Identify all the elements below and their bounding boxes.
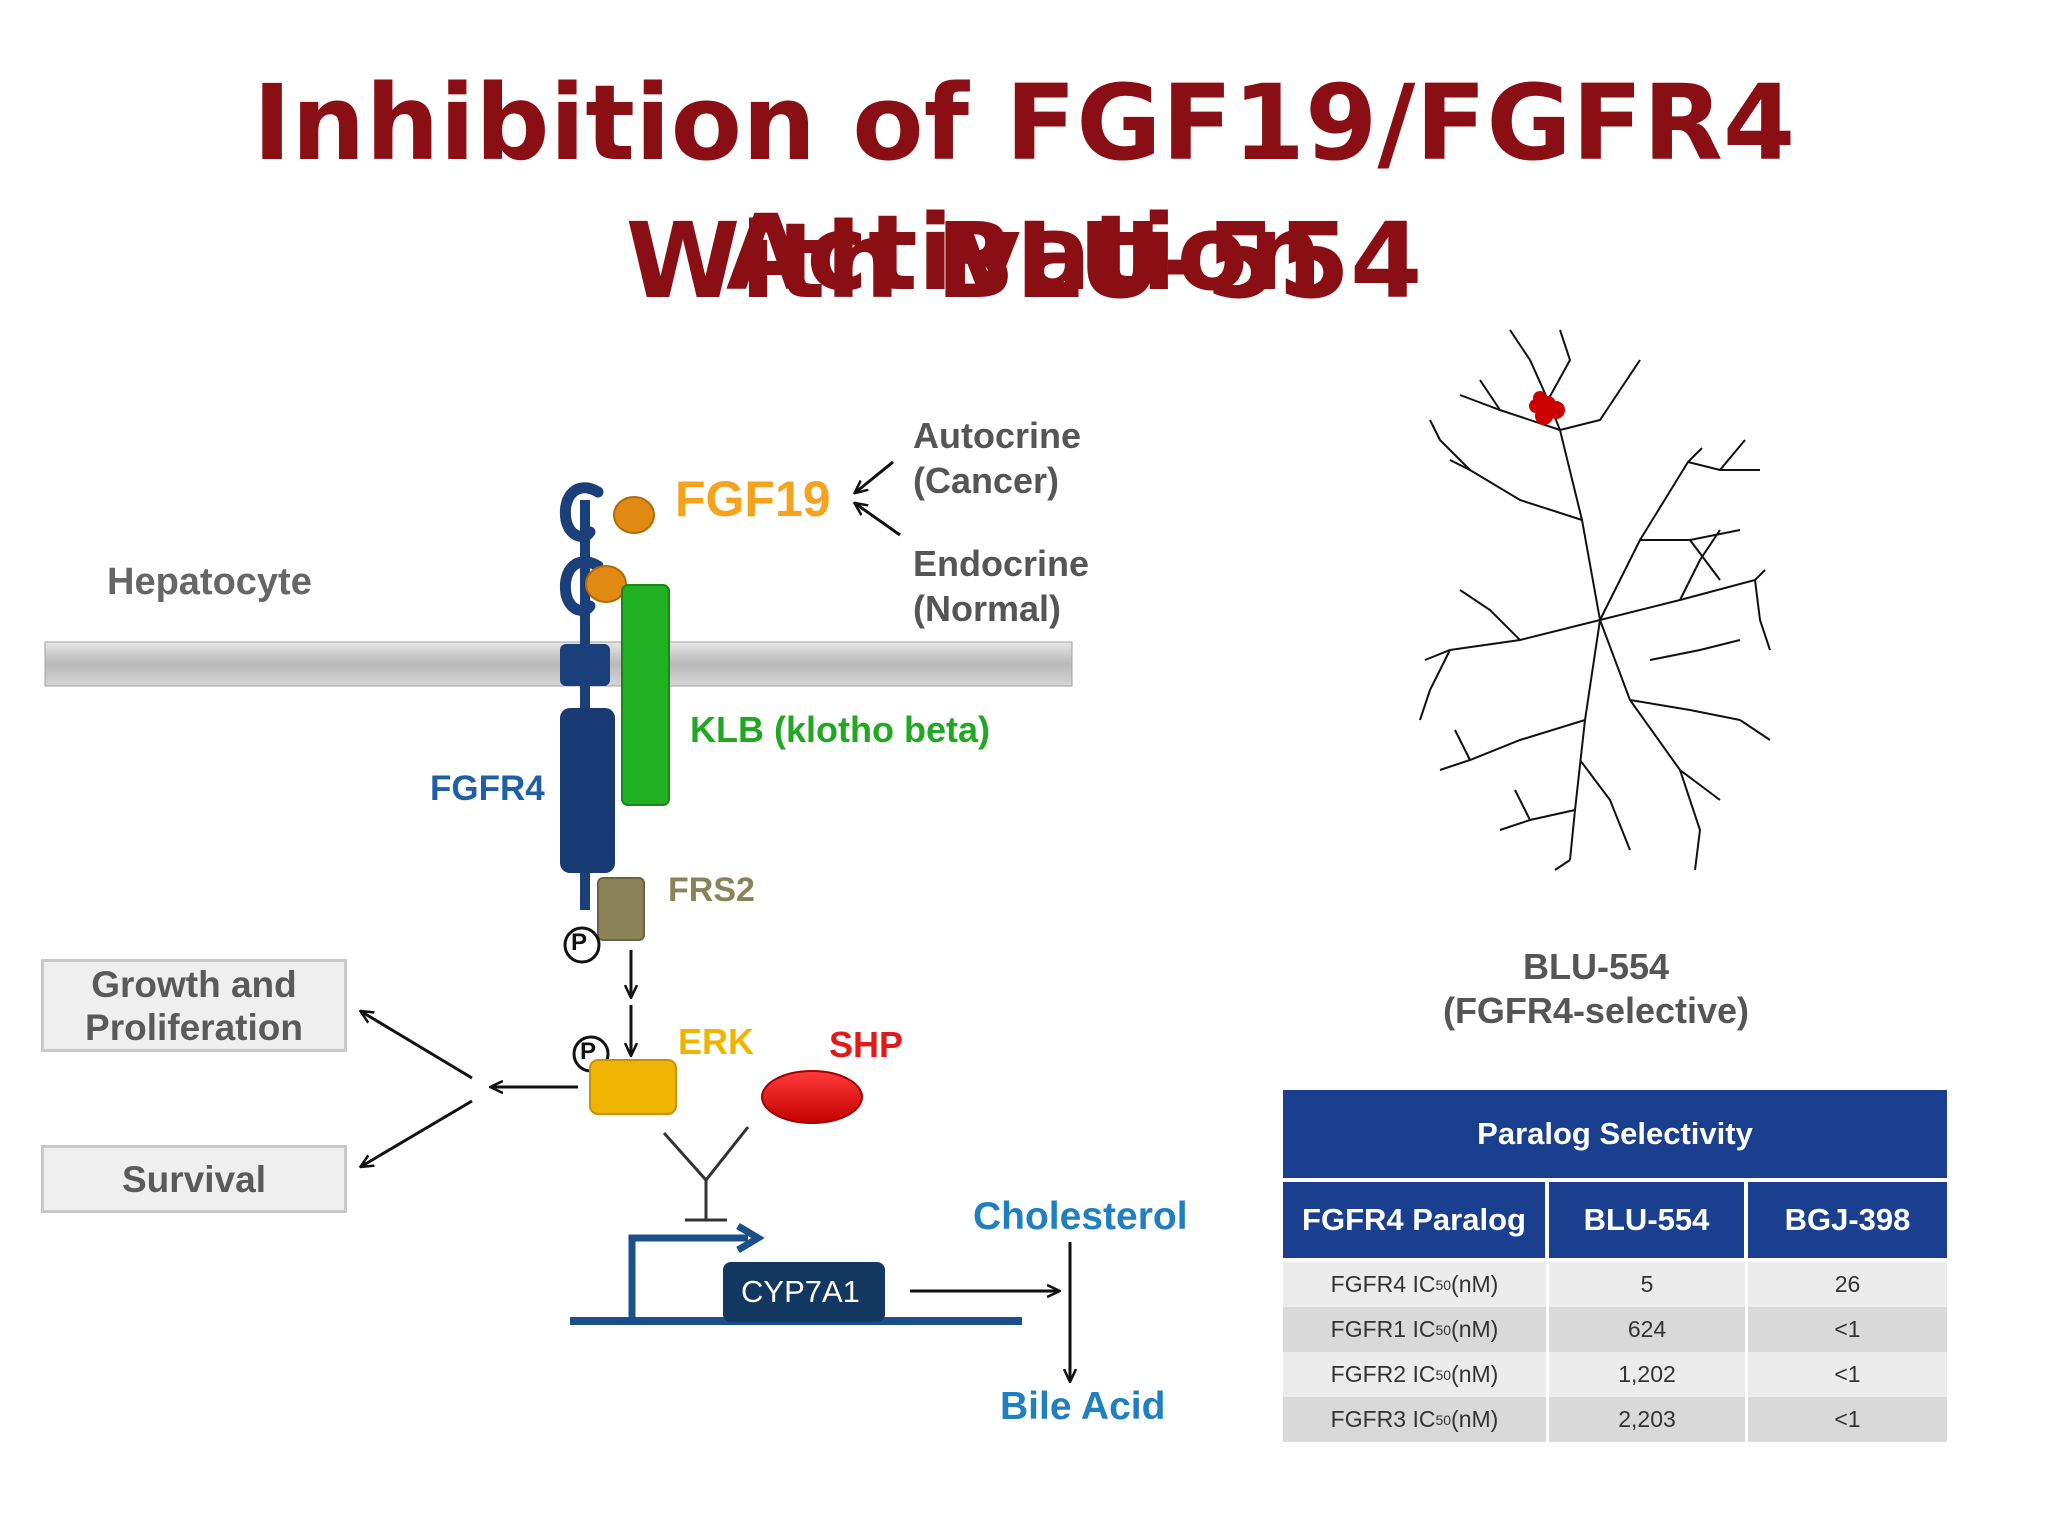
cell-bgj398: <1 [1834,1406,1861,1432]
erk-label: ERK [678,1021,755,1062]
shp-label: SHP [829,1024,904,1065]
cell-blu554: 624 [1549,1307,1748,1352]
survival-box: Survival [41,1145,347,1213]
autocrine-label: Autocrine [913,415,1082,456]
survival-arrow [362,1099,473,1166]
paralog-text: FGFR3 IC [1330,1406,1436,1432]
endocrine-arrow [856,504,901,537]
erk-protein [589,1059,677,1115]
cell-membrane [44,641,1073,687]
fgfr4-ig-domain-upper [559,482,604,542]
fgfr4-ig-domain-lower [559,556,604,616]
klb-protein [621,584,670,806]
autocrine-sub-label: (Cancer) [913,460,1060,501]
cyp7a1-gene [723,1262,885,1322]
endocrine-sub-label: (Normal) [913,588,1062,629]
frs2-protein [597,877,645,941]
unit-text: (nM) [1451,1406,1499,1432]
inhibition-arrow [662,1126,750,1183]
header-bgj398: BGJ-398 [1748,1182,1947,1258]
survival-label: Survival [122,1158,266,1200]
bile-acid-label: Bile Acid [1000,1385,1166,1428]
endocrine-label: Endocrine [913,543,1090,584]
autocrine-arrow [856,460,894,492]
promoter-arrow [628,1234,748,1321]
cell-bgj398: <1 [1834,1361,1861,1387]
fgfr4-label: FGFR4 [430,769,545,808]
unit-text: (nM) [1451,1271,1499,1297]
fgfr4-kinase-domain [560,708,615,873]
fgf19-ligand-lower [585,565,627,603]
ic-subscript: 50 [1435,1276,1452,1293]
ic-subscript: 50 [1435,1411,1452,1428]
table-title: Paralog Selectivity [1283,1090,1947,1178]
unit-text: (nM) [1451,1316,1499,1342]
hepatocyte-label: Hepatocyte [107,561,312,603]
growth-label-line2: Proliferation [85,1006,303,1048]
phospho-label-erk: P [580,1038,597,1065]
ic-subscript: 50 [1435,1321,1452,1338]
fgf19-ligand-upper [613,496,655,534]
paralog-text: FGFR2 IC [1330,1361,1436,1387]
growth-label-line1: Growth and [91,963,297,1005]
cell-blu554: 5 [1549,1262,1748,1307]
header-paralog: FGFR4 Paralog [1283,1182,1549,1258]
unit-text: (nM) [1451,1361,1499,1387]
cell-bgj398: 26 [1834,1271,1861,1297]
phospho-circle-frs2 [563,926,601,964]
frs2-label: FRS2 [668,871,755,909]
header-blu554: BLU-554 [1549,1182,1748,1258]
fgf19-label: FGF19 [675,471,831,527]
blu554-red-atom-cluster [1529,391,1565,425]
cell-bgj398: <1 [1834,1316,1861,1342]
ic-subscript: 50 [1435,1366,1452,1383]
shp-protein [761,1070,863,1124]
slide-title-line2: With BLU-554 [625,200,1423,322]
paralog-text: FGFR4 IC [1330,1271,1436,1297]
growth-proliferation-box: Growth and Proliferation [41,959,347,1052]
compound-subtitle: (FGFR4-selective) [1442,990,1750,1031]
table-header-row: FGFR4 Paralog BLU-554 BGJ-398 [1283,1182,1947,1258]
paralog-text: FGFR1 IC [1330,1316,1436,1342]
cyp7a1-label: CYP7A1 [741,1274,860,1309]
phospho-label-frs2: P [571,929,588,956]
cell-blu554: 2,203 [1549,1397,1748,1442]
klb-label: KLB (klotho beta) [690,709,990,750]
compound-name: BLU-554 [1522,946,1670,987]
cell-blu554: 1,202 [1549,1352,1748,1397]
slide-title-line1: Inhibition of FGF19/FGFR4 Activation [252,62,1796,314]
cholesterol-label: Cholesterol [973,1195,1188,1238]
blu554-molecule-drawing [1419,329,1771,871]
growth-arrow [362,1012,473,1080]
fgfr4-transmembrane [560,644,610,686]
